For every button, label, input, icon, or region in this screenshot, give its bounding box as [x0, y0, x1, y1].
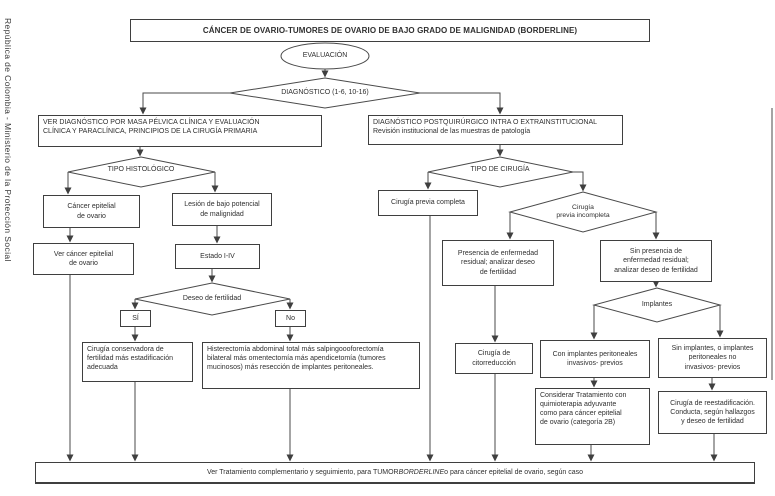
tipo-cirugia-diamond-shape — [427, 156, 574, 188]
decision-tipo-cirugia: TIPO DE CIRUGÍA — [470, 166, 530, 173]
footer-text-pre: Ver Tratamiento complementario y seguimi… — [206, 469, 399, 476]
node-cancer-epitelial: Cáncer epitelial de ovario — [43, 195, 140, 228]
node-con-implantes-peritoneales: Con implantes peritoneales invasivos- pr… — [540, 340, 650, 378]
node-ver-cancer-epitelial: Ver cáncer epitelial de ovario — [33, 243, 134, 275]
cirugia-previa-incompleta-diamond-shape — [508, 191, 658, 233]
page-title: CÁNCER DE OVARIO-TUMORES DE OVARIO DE BA… — [130, 19, 650, 42]
node-no: No — [275, 310, 306, 327]
implantes-diamond-shape — [592, 287, 722, 323]
decision-diagnostico: DIAGNÓSTICO (1-6, 10-16) — [281, 89, 369, 96]
node-presencia-enfermedad-residual: Presencia de enfermedad residual; analiz… — [442, 240, 554, 286]
node-sin-presencia-enfermedad-residual: Sin presencia de enfermedad residual; an… — [600, 240, 712, 282]
ministry-vertical-label: República de Colombia - Ministerio de la… — [3, 18, 13, 262]
footer-tratamiento-bar: Ver Tratamiento complementario y seguimi… — [35, 462, 755, 484]
diagnostico-diamond-shape — [229, 77, 421, 109]
decision-implantes: Implantes — [641, 301, 673, 308]
deseo-fertilidad-diamond-shape — [134, 282, 291, 316]
node-sin-implantes: Sin implantes, o implantes peritoneales … — [658, 338, 767, 378]
node-evaluacion: EVALUACIÓN — [302, 52, 348, 59]
footer-text-post: o para cáncer epitelial de ovario, según… — [444, 469, 584, 476]
node-lesion-bajo-potencial: Lesión de bajo potencial de malignidad — [172, 193, 272, 226]
node-histerectomia-total: Histerectomía abdominal total más salpin… — [202, 342, 420, 389]
node-cirugia-conservadora: Cirugía conservadora de fertilidad más e… — [82, 342, 193, 382]
node-cirugia-citorreduccion: Cirugía de citorreducción — [455, 343, 533, 374]
node-diagnostico-postquirurgico: DIAGNÓSTICO POSTQUIRÚRGICO INTRA O EXTRA… — [368, 115, 623, 145]
node-estado-i-iv: Estado I-IV — [175, 244, 260, 269]
node-ver-diagnostico-masa-pelvica: VER DIAGNÓSTICO POR MASA PÉLVICA CLÍNICA… — [38, 115, 322, 147]
tipo-histologico-diamond-shape — [67, 156, 216, 188]
node-cirugia-previa-completa: Cirugía previa completa — [378, 190, 478, 216]
node-cirugia-reestadificacion: Cirugía de reestadificación. Conducta, s… — [658, 391, 767, 434]
footer-text-borderline: BORDERLINE — [398, 469, 445, 476]
decision-deseo-fertilidad: Deseo de fertilidad — [182, 295, 242, 302]
node-considerar-quimioterapia: Considerar Tratamiento con quimioterapia… — [535, 388, 650, 445]
decision-cirugia-previa-incompleta: Cirugía previa incompleta — [556, 204, 610, 220]
node-si: SÍ — [120, 310, 151, 327]
decision-tipo-histologico: TIPO HISTOLÓGICO — [107, 166, 175, 173]
